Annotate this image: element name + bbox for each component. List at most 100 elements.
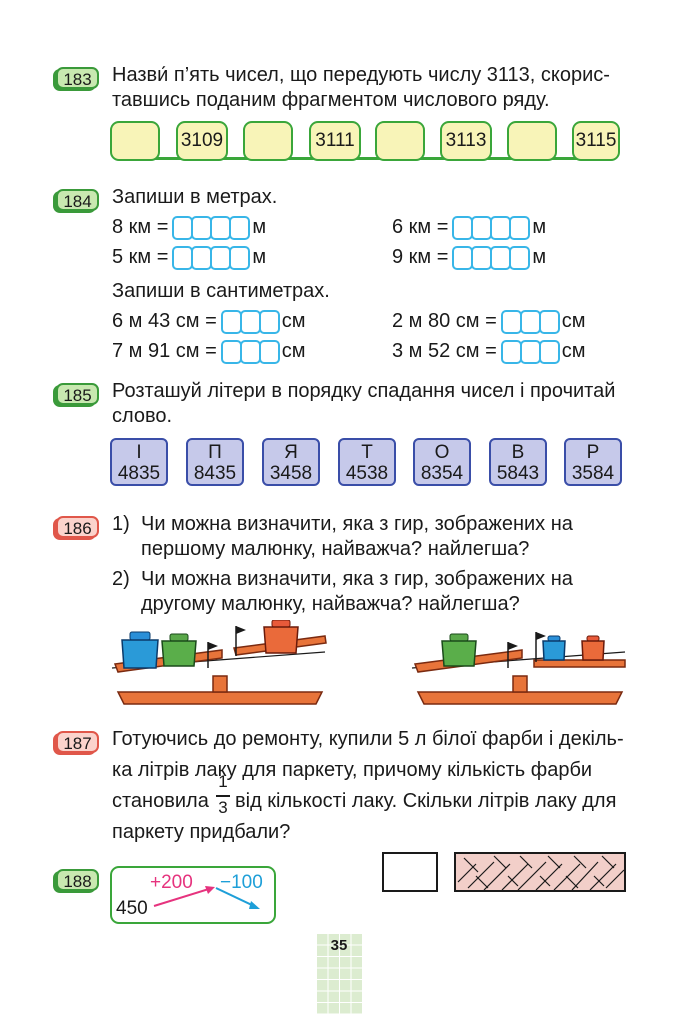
answer-cells[interactable] xyxy=(500,339,560,364)
parquet-varnish-rectangle xyxy=(454,852,626,892)
green-weight xyxy=(161,633,197,667)
answer-cells[interactable] xyxy=(172,245,251,270)
card-number: 3458 xyxy=(269,463,313,484)
ex184-subtitle: Запиши в сантиметрах. xyxy=(112,280,330,302)
ex185-text-line1: Розташуй літери в порядку спадання чисел… xyxy=(112,380,616,402)
q2-line2: другому малюнку, найважча? найлегша? xyxy=(141,593,520,615)
row-unit: м xyxy=(532,216,547,238)
row-left: 5 км = xyxy=(112,246,169,268)
answer-cells[interactable] xyxy=(452,215,531,240)
orange-weight xyxy=(581,635,605,661)
number-box: 3115 xyxy=(572,121,620,161)
q1-line2: першому малюнку, найважча? найлегша? xyxy=(141,538,530,560)
number-line-fragment: 3109 3111 3113 3115 xyxy=(110,121,620,161)
answer-cells[interactable] xyxy=(220,339,280,364)
answer-cells[interactable] xyxy=(172,215,251,240)
card-number: 8435 xyxy=(193,463,237,484)
exercise-number-187: 187 xyxy=(56,731,99,753)
row-unit: м xyxy=(252,246,267,268)
number-box[interactable] xyxy=(110,121,160,161)
blue-weight xyxy=(121,631,159,669)
orange-weight xyxy=(263,620,299,654)
chain-arrows xyxy=(153,886,260,909)
fraction-numerator: 1 xyxy=(218,772,228,791)
row-unit: м xyxy=(252,216,267,238)
row-unit: см xyxy=(561,340,586,362)
conversion-row: 7 м 91 см =см xyxy=(112,336,306,366)
card-letter: О xyxy=(434,442,450,463)
page-number-tab: 35 xyxy=(316,933,362,1014)
exercise-number-183: 183 xyxy=(56,67,99,89)
conversion-row: 6 м 43 см = см xyxy=(112,306,306,336)
card-number: 5843 xyxy=(496,463,540,484)
number-box[interactable] xyxy=(243,121,293,161)
conversion-row: 3 м 52 см = см xyxy=(392,336,586,366)
exercise-number-186: 186 xyxy=(56,516,99,538)
conversion-row: 8 км =м xyxy=(112,212,266,242)
white-paint-rectangle xyxy=(382,852,438,892)
answer-cells[interactable] xyxy=(500,309,560,334)
row-left: 2 м 80 см = xyxy=(392,310,497,332)
card-number: 8354 xyxy=(420,463,464,484)
exercise-number-184: 184 xyxy=(56,189,99,211)
card-letter: В xyxy=(511,442,525,463)
operation-chain-box xyxy=(110,866,276,924)
card-number: 4835 xyxy=(117,463,161,484)
ex183-text-line2: тавшись поданим фрагментом числового ряд… xyxy=(112,89,550,111)
q2-line1: Чи можна визначити, яка з гир, зображени… xyxy=(141,568,573,590)
exercise-number-185: 185 xyxy=(56,383,99,405)
page-number: 35 xyxy=(330,937,348,954)
ex187-text-line2: ка літрів лаку для паркету, причому кіль… xyxy=(112,759,593,781)
card-letter: Я xyxy=(284,442,298,463)
number-box: 3113 xyxy=(440,121,492,161)
q1-number: 1) xyxy=(112,513,130,535)
row-unit: см xyxy=(281,310,306,332)
q2-number: 2) xyxy=(112,568,130,590)
exercise-number-188: 188 xyxy=(56,869,99,891)
card-letter: Т xyxy=(361,442,373,463)
row-left: 3 м 52 см = xyxy=(392,340,497,362)
conversion-row: 5 км = м xyxy=(112,242,266,272)
chain-start-value: 450 xyxy=(116,898,148,919)
ex183-text-line1: Назви́ п’ять чисел, що передують числу 3… xyxy=(112,64,610,86)
scale-illustration-2 xyxy=(411,632,626,705)
conversion-row: 6 км = м xyxy=(392,212,546,242)
card-letter: П xyxy=(208,442,222,463)
minus-arrow-icon xyxy=(215,887,260,909)
ex187-text-line3b: від кількості лаку. Скільки літрів лаку … xyxy=(235,790,617,812)
conversion-row: 2 м 80 см = см xyxy=(392,306,586,336)
q1-line1: Чи можна визначити, яка з гир, зображени… xyxy=(141,513,573,535)
row-unit: см xyxy=(561,310,586,332)
conversion-row: 9 км = м xyxy=(392,242,546,272)
plus-arrow-icon xyxy=(153,886,215,907)
answer-cells[interactable] xyxy=(220,309,280,334)
card-number: 4538 xyxy=(345,463,389,484)
chain-operation-plus: +200 xyxy=(150,872,193,893)
ex187-text-line3a: становила xyxy=(112,790,209,812)
card-number: 3584 xyxy=(571,463,615,484)
card-letter: І xyxy=(136,442,142,463)
fraction-bar xyxy=(216,795,230,797)
row-left: 6 м 43 см = xyxy=(112,310,217,332)
number-box: 3109 xyxy=(176,121,228,161)
number-box[interactable] xyxy=(375,121,425,161)
row-left: 7 м 91 см = xyxy=(112,340,217,362)
answer-cells[interactable] xyxy=(452,245,531,270)
row-left: 9 км = xyxy=(392,246,449,268)
row-unit: м xyxy=(532,246,547,268)
chain-operation-minus: −100 xyxy=(220,872,263,893)
ex185-text-line2: слово. xyxy=(112,405,173,427)
number-box: 3111 xyxy=(309,121,361,161)
ex187-text-line1: Готуючись до ремонту, купили 5 л білої ф… xyxy=(112,728,624,750)
row-left: 6 км = xyxy=(392,216,449,238)
scale-illustration-1 xyxy=(111,620,327,705)
number-box[interactable] xyxy=(507,121,557,161)
green-weight xyxy=(441,633,477,667)
